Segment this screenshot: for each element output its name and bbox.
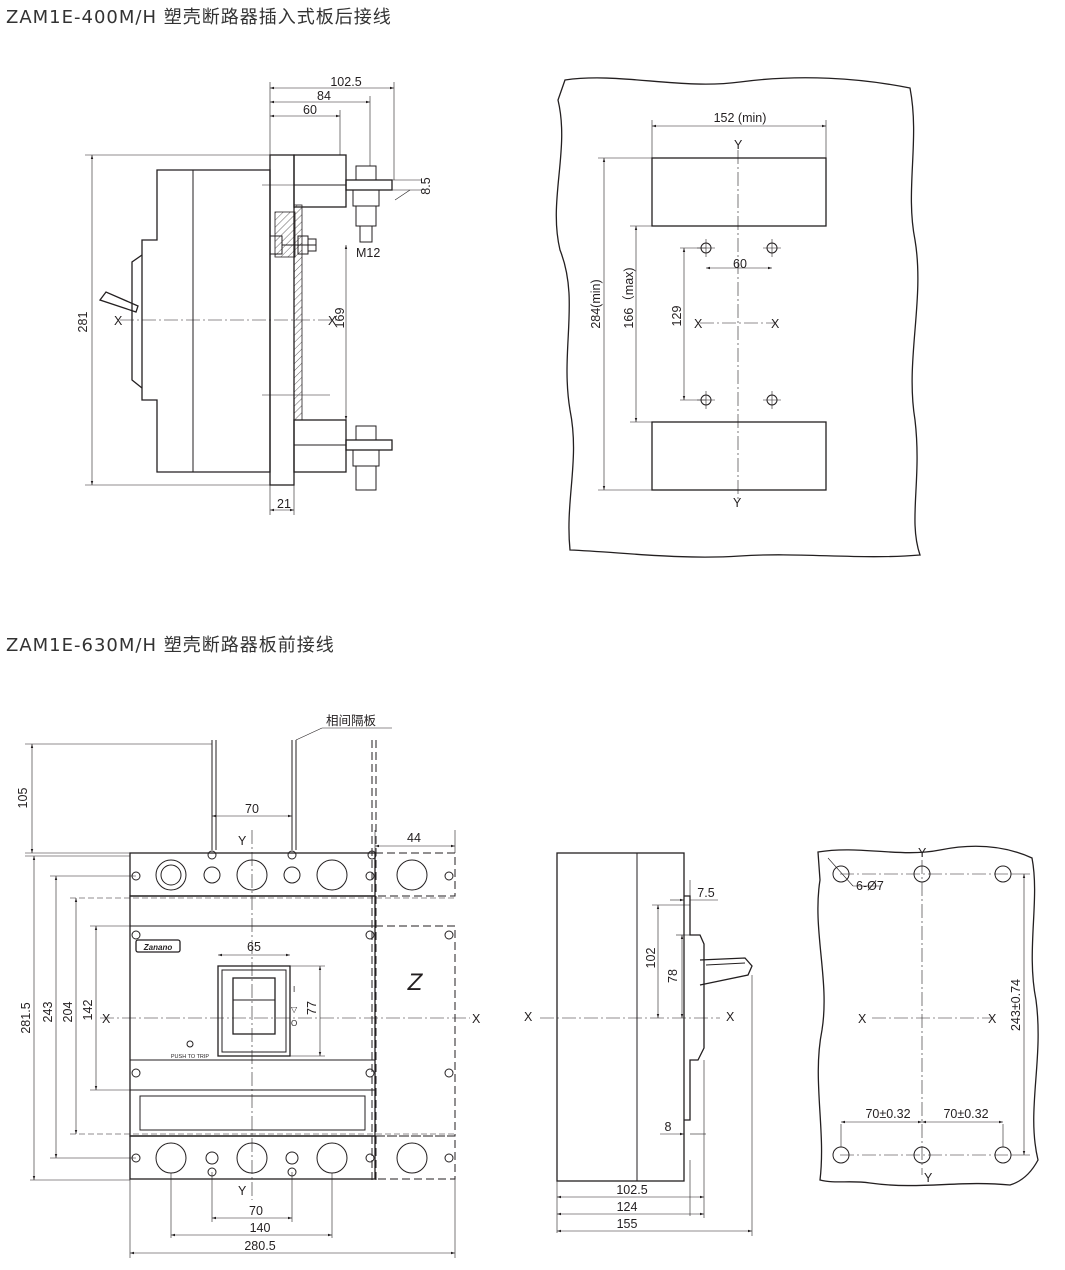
dim-102-5: 102.5 bbox=[616, 1183, 647, 1197]
svg-text:I: I bbox=[293, 985, 295, 994]
axis-x: X bbox=[114, 314, 123, 328]
axis-y-bottom: Y bbox=[924, 1171, 933, 1185]
logo-mark: Z bbox=[407, 969, 424, 996]
section-title-400: ZAM1E-400M/H 塑壳断路器插入式板后接线 bbox=[6, 7, 392, 28]
axis-x-right: X bbox=[988, 1012, 997, 1026]
cutout-view-630: Y Y X X 6-Ø7 243±0.74 70±0.32 70±0.32 bbox=[817, 845, 1039, 1187]
dim-8-5: 8.5 bbox=[419, 177, 433, 194]
panel-outline bbox=[555, 77, 921, 558]
handle bbox=[98, 291, 139, 313]
dim-44: 44 bbox=[407, 831, 421, 845]
dim-60: 60 bbox=[733, 257, 747, 271]
dim-124: 124 bbox=[617, 1200, 638, 1214]
axis-x-right: X bbox=[771, 317, 780, 331]
dim-8: 8 bbox=[665, 1120, 672, 1134]
dim-6-holes: 6-Ø7 bbox=[856, 879, 884, 893]
side-view-630: X X 7.5 102 78 8 102.5 124 155 bbox=[524, 852, 753, 1236]
dim-21: 21 bbox=[277, 497, 291, 511]
dim-78: 78 bbox=[666, 969, 680, 983]
dim-102: 102 bbox=[644, 948, 658, 969]
side-view-400: 281 X X 102.5 84 60 8.5 M12 169 21 bbox=[76, 75, 433, 515]
dim-70-bottom: 70 bbox=[249, 1204, 263, 1218]
axis-x-left: X bbox=[858, 1012, 867, 1026]
axis-y-top: Y bbox=[734, 138, 743, 152]
axis-x-left: X bbox=[524, 1010, 533, 1024]
axis-x-right: X bbox=[472, 1012, 481, 1026]
dim-105: 105 bbox=[16, 788, 30, 809]
dim-166-max: 166（max) bbox=[622, 267, 636, 328]
axis-y-top: Y bbox=[918, 846, 927, 860]
dim-60: 60 bbox=[303, 103, 317, 117]
lower-cutout bbox=[651, 421, 827, 491]
side-handle bbox=[699, 957, 753, 986]
dim-70-b: 70±0.32 bbox=[943, 1107, 988, 1121]
dim-243: 243 bbox=[41, 1002, 55, 1023]
axis-y-bottom: Y bbox=[238, 1184, 247, 1198]
breaker-body bbox=[141, 169, 271, 473]
dim-281: 281 bbox=[76, 312, 90, 333]
svg-text:▽: ▽ bbox=[291, 1005, 298, 1014]
axis-y-bottom: Y bbox=[733, 496, 742, 510]
axis-y-top: Y bbox=[238, 834, 247, 848]
dim-84: 84 bbox=[317, 89, 331, 103]
dim-102-5: 102.5 bbox=[330, 75, 361, 89]
push-to-trip-label: PUSH TO TRIP bbox=[171, 1054, 210, 1060]
dim-152-min: 152 (min) bbox=[714, 111, 767, 125]
dim-155: 155 bbox=[617, 1217, 638, 1231]
dim-280-5: 280.5 bbox=[244, 1239, 275, 1253]
toggle-handle bbox=[232, 977, 276, 1035]
dim-281-5: 281.5 bbox=[19, 1002, 33, 1033]
dim-77: 77 bbox=[305, 1001, 319, 1015]
dim-7-5: 7.5 bbox=[697, 886, 714, 900]
dim-129: 129 bbox=[670, 306, 684, 327]
phase-barrier-label: 相间隔板 bbox=[326, 714, 377, 728]
handle-window bbox=[217, 965, 291, 1057]
dim-70-a: 70±0.32 bbox=[865, 1107, 910, 1121]
dim-243-tol: 243±0.74 bbox=[1009, 979, 1023, 1031]
axis-x-right: X bbox=[328, 314, 337, 328]
dim-70-top: 70 bbox=[245, 802, 259, 816]
upper-cutout bbox=[651, 157, 827, 227]
dim-m12: M12 bbox=[356, 246, 380, 260]
dim-140: 140 bbox=[250, 1221, 271, 1235]
front-view-630: Zanano I ▽ O PUSH TO TRIP Z X X Y Y 相间隔 bbox=[16, 714, 481, 1258]
side-body bbox=[556, 852, 685, 1182]
axis-x-right: X bbox=[726, 1010, 735, 1024]
axis-x-left: X bbox=[102, 1012, 111, 1026]
dim-169: 169 bbox=[333, 308, 347, 329]
panel-outline-630 bbox=[817, 845, 1039, 1187]
dim-204: 204 bbox=[61, 1002, 75, 1023]
dim-65: 65 bbox=[247, 940, 261, 954]
cutout-view-400: Y Y X X 152 (min) 60 284(min) 166（max) bbox=[555, 77, 921, 558]
svg-text:O: O bbox=[291, 1019, 297, 1028]
dim-142: 142 bbox=[81, 1000, 95, 1021]
dim-284-min: 284(min) bbox=[589, 279, 603, 328]
brand-label: Zanano bbox=[143, 943, 173, 952]
section-title-630: ZAM1E-630M/H 塑壳断路器板前接线 bbox=[6, 635, 335, 656]
axis-x-left: X bbox=[694, 317, 703, 331]
